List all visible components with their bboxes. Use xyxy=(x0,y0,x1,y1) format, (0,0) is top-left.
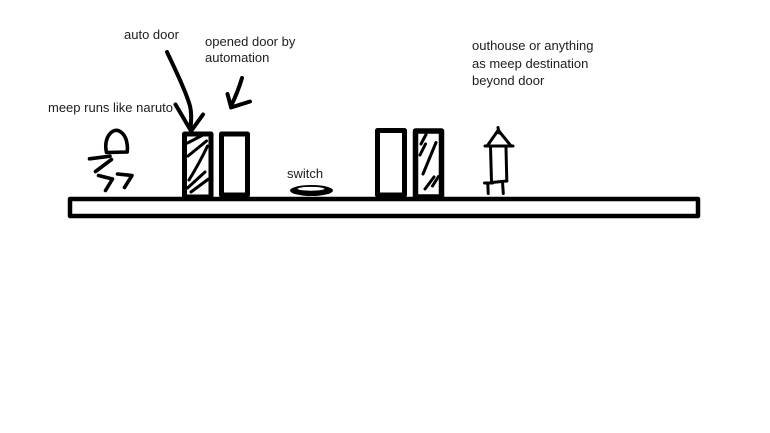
arrow-head-stroke xyxy=(229,99,252,110)
rocket-body-stroke xyxy=(490,179,509,184)
label-meep-runs-like-naruto: meep runs like naruto xyxy=(48,100,173,116)
ground-platform-bar xyxy=(67,196,701,219)
meep-head xyxy=(103,128,130,155)
hatch-stroke xyxy=(187,144,209,182)
label-opened-door-by-automation: opened door by automation xyxy=(205,34,295,66)
hatch-stroke xyxy=(186,134,204,145)
label-line: auto door xyxy=(124,27,179,42)
hatch-stroke xyxy=(421,141,438,176)
arrow-head-stroke xyxy=(173,102,193,132)
label-line: outhouse or anything xyxy=(472,38,594,53)
label-line: switch xyxy=(287,166,324,181)
rocket-roof-stroke xyxy=(486,129,500,147)
arrow-shaft xyxy=(165,50,194,131)
arrow-to-opened-door xyxy=(225,76,252,110)
far-door-closed-hatched xyxy=(412,128,445,200)
rocket-roof-stroke xyxy=(497,129,513,148)
door-frame xyxy=(219,131,250,198)
meep-figure xyxy=(87,128,134,193)
hatch-stroke xyxy=(186,170,207,190)
label-line: opened door by xyxy=(205,34,296,49)
meep-leg-stroke xyxy=(115,172,134,190)
rocket-body-stroke xyxy=(489,145,493,184)
label-auto-door: auto door xyxy=(124,27,179,43)
label-line: automation xyxy=(205,50,270,65)
switch-highlight xyxy=(297,186,325,191)
arrow-head-stroke xyxy=(225,92,233,109)
arrow-shaft xyxy=(229,76,244,108)
hatch-stroke xyxy=(431,175,440,188)
hatch-stroke xyxy=(186,139,208,158)
meep-leg-stroke xyxy=(96,173,115,193)
label-line: as meep destination xyxy=(472,55,589,71)
arrow-head-stroke xyxy=(189,112,205,133)
hatch-stroke xyxy=(423,175,436,191)
rocket-outhouse-figure xyxy=(483,126,515,195)
hatch-stroke xyxy=(189,177,210,194)
rocket-body-stroke xyxy=(504,146,509,183)
ground-platform xyxy=(67,196,701,219)
meep-arm-stroke xyxy=(87,154,112,161)
auto-door-open-frame xyxy=(219,131,250,198)
label-outhouse-destination: outhouse or anything as meep destination… xyxy=(472,37,593,90)
meep-arm-stroke xyxy=(93,157,114,174)
hatch-stroke xyxy=(418,142,427,157)
door-frame xyxy=(375,128,407,198)
label-switch: switch xyxy=(287,166,323,182)
label-line: beyond door xyxy=(472,73,545,88)
auto-door-closed-hatched xyxy=(182,131,214,200)
floor-switch xyxy=(290,185,333,196)
rocket-leg-stroke xyxy=(501,180,505,195)
arrow-to-auto-door xyxy=(165,50,205,133)
label-line: meep runs like naruto xyxy=(48,100,174,115)
hatch-stroke xyxy=(419,133,428,146)
far-door-open-frame xyxy=(375,128,407,198)
